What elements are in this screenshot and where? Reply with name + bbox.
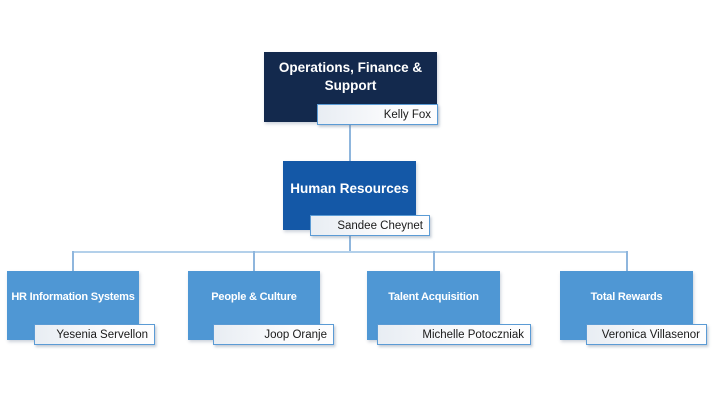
org-node-title: Talent Acquisition xyxy=(388,291,479,303)
connector-drop-talent-acquisition xyxy=(433,251,435,271)
person-tag-michelle-potoczniak[interactable]: Michelle Potoczniak xyxy=(377,324,531,345)
org-node-title: Human Resources xyxy=(290,180,409,196)
person-tag-yesenia-servellon[interactable]: Yesenia Servellon xyxy=(34,324,155,345)
person-name: Sandee Cheynet xyxy=(337,219,423,232)
org-node-title: HR Information Systems xyxy=(11,291,135,303)
connector-drop-total-rewards xyxy=(626,251,628,271)
connector-drop-hris xyxy=(72,251,74,271)
connector-drop-people-culture xyxy=(253,251,255,271)
person-tag-veronica-villasenor[interactable]: Veronica Villasenor xyxy=(586,324,707,345)
person-name: Joop Oranje xyxy=(264,328,327,341)
connector-hr-to-bus xyxy=(349,236,351,252)
person-name: Michelle Potoczniak xyxy=(422,328,524,341)
person-name: Yesenia Servellon xyxy=(56,328,148,341)
org-node-title: Operations, Finance & Support xyxy=(278,60,423,93)
org-node-title: People & Culture xyxy=(211,291,297,303)
person-tag-sandee-cheynet[interactable]: Sandee Cheynet xyxy=(310,215,430,236)
person-name: Veronica Villasenor xyxy=(601,328,700,341)
person-tag-kelly-fox[interactable]: Kelly Fox xyxy=(317,104,438,125)
org-node-title: Total Rewards xyxy=(590,291,663,303)
connector-bus-horizontal xyxy=(72,251,627,253)
connector-root-to-hr xyxy=(349,125,351,161)
person-tag-joop-oranje[interactable]: Joop Oranje xyxy=(213,324,334,345)
person-name: Kelly Fox xyxy=(383,108,431,121)
